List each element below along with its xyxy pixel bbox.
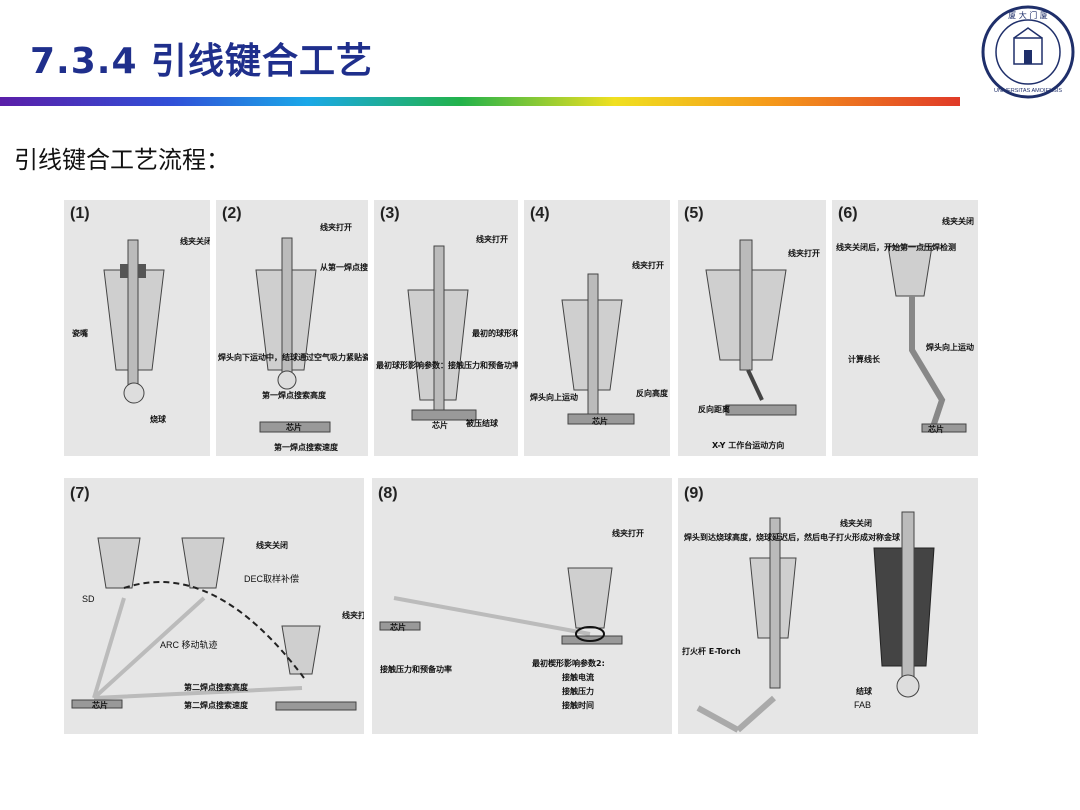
svg-text:接触电流: 接触电流 [562,672,594,682]
step-number: (3) [380,205,400,222]
svg-text:焊头向上运动: 焊头向上运动 [926,342,974,352]
svg-text:芯片: 芯片 [92,700,108,710]
svg-text:芯片: 芯片 [432,420,448,430]
svg-text:最初的球形和质量取决于第一次压合: 最初的球形和质量取决于第一次压合 [472,328,518,338]
svg-text:接触时间: 接触时间 [562,700,594,710]
step-panel-9: (9) 焊头到达烧球高度，烧球延迟后，然后电子打火形成对称金球 线夹关闭 打火杆… [678,478,978,734]
svg-text:线夹打开: 线夹打开 [632,260,664,270]
step-number: (7) [70,485,90,502]
svg-text:ARC 移动轨迹: ARC 移动轨迹 [160,639,218,650]
svg-text:反向高度: 反向高度 [636,388,669,398]
svg-text:线夹打开: 线夹打开 [788,248,820,258]
svg-text:烧球: 烧球 [150,414,167,424]
svg-text:最初楔形影响参数2:: 最初楔形影响参数2: [532,658,605,668]
step-number: (8) [378,485,398,502]
svg-text:DEC取样补偿: DEC取样补偿 [244,573,299,584]
svg-text:从第一焊点搜索高度处，焊头用固定速度搜索接触高度: 从第一焊点搜索高度处，焊头用固定速度搜索接触高度 [320,262,368,272]
flow-subtitle: 引线键合工艺流程： [14,146,230,174]
step-number: (1) [70,205,90,222]
step-panel-6: (6) 线夹关闭 线夹关闭后，开始第一点压焊检测 计算线长 焊头向上运动 芯片 [832,200,978,456]
svg-text:芯片: 芯片 [390,622,406,632]
svg-text:线夹打开: 线夹打开 [476,234,508,244]
svg-text:SD: SD [82,594,95,604]
svg-text:芯片: 芯片 [286,422,302,432]
svg-text:焊头向上运动: 焊头向上运动 [530,392,578,402]
svg-text:线夹关闭: 线夹关闭 [180,236,210,246]
svg-text:瓷嘴: 瓷嘴 [72,328,88,338]
step-panel-7: (7) 线夹关闭 DEC取样补偿 SD ARC 移动轨迹 线夹打开 第二焊点搜索… [64,478,364,734]
svg-text:焊头向下运动中，结球通过空气吸力紧贴瓷嘴凹槽: 焊头向下运动中，结球通过空气吸力紧贴瓷嘴凹槽 [218,352,368,362]
svg-text:焊头到达烧球高度，烧球延迟后，然后电子打火形成对称金球: 焊头到达烧球高度，烧球延迟后，然后电子打火形成对称金球 [684,532,901,542]
svg-text:线夹关闭: 线夹关闭 [256,540,288,550]
page-title: 7.3.4 引线键合工艺 [30,41,374,82]
svg-text:接触压力: 接触压力 [562,686,594,696]
step-panel-2: (2) 线夹打开 从第一焊点搜索高度处，焊头用固定速度搜索接触高度 焊头向下运动… [216,200,368,456]
university-seal-logo: 厦 大 门 厦 UNIVERSITAS AMOIENSIS [980,4,1076,100]
svg-text:第二焊点搜索速度: 第二焊点搜索速度 [184,700,249,710]
step-panel-3: (3) 线夹打开 最初球形影响参数：接触压力和预备功率 最初的球形和质量取决于第… [374,200,518,456]
step-panel-5: (5) 线夹打开 反向距离 X-Y 工作台运动方向 [678,200,826,456]
svg-text:线夹关闭: 线夹关闭 [942,216,974,226]
step-panel-1: (1) 线夹关闭 瓷嘴 烧球 [64,200,210,456]
step-number: (9) [684,485,704,502]
rainbow-divider [0,97,960,106]
svg-text:线夹打开: 线夹打开 [342,610,364,620]
svg-text:芯片: 芯片 [592,416,608,426]
step-panel-4: (4) 线夹打开 焊头向上运动 反向高度 芯片 [524,200,670,456]
svg-text:线夹关闭: 线夹关闭 [840,518,872,528]
svg-text:被压结球: 被压结球 [466,418,499,428]
svg-text:第一焊点搜索速度: 第一焊点搜索速度 [274,442,339,452]
svg-text:厦 大 门 厦: 厦 大 门 厦 [1008,10,1048,20]
svg-text:打火杆 E-Torch: 打火杆 E-Torch [682,646,741,656]
step-number: (5) [684,205,704,222]
step-number: (2) [222,205,242,222]
svg-text:FAB: FAB [854,700,871,710]
step-number: (4) [530,205,550,222]
svg-text:接触压力和预备功率: 接触压力和预备功率 [380,664,452,674]
step-panel-8: (8) 线夹打开 芯片 接触压力和预备功率 最初楔形影响参数2: 接触电流 接触… [372,478,672,734]
svg-text:计算线长: 计算线长 [848,354,881,364]
svg-text:结球: 结球 [856,686,873,696]
svg-text:第一焊点搜索高度: 第一焊点搜索高度 [262,390,327,400]
svg-text:最初球形影响参数：接触压力和预备功率: 最初球形影响参数：接触压力和预备功率 [376,360,518,370]
svg-text:X-Y 工作台运动方向: X-Y 工作台运动方向 [712,440,784,450]
svg-text:第二焊点搜索高度: 第二焊点搜索高度 [184,682,249,692]
svg-text:反向距离: 反向距离 [698,404,730,414]
svg-text:线夹打开: 线夹打开 [612,528,644,538]
svg-text:芯片: 芯片 [928,424,944,434]
svg-text:线夹打开: 线夹打开 [320,222,352,232]
step-number: (6) [838,205,858,222]
svg-text:UNIVERSITAS AMOIENSIS: UNIVERSITAS AMOIENSIS [994,88,1062,94]
svg-text:线夹关闭后，开始第一点压焊检测: 线夹关闭后，开始第一点压焊检测 [836,242,956,252]
